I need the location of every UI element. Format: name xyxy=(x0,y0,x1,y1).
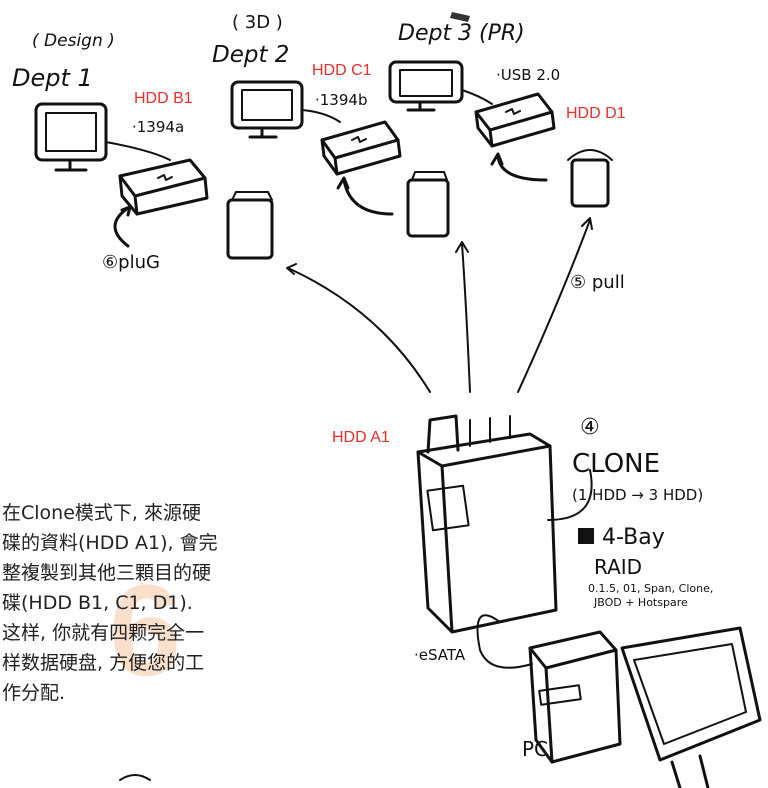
raid-cable-top xyxy=(547,469,593,521)
esata-cable xyxy=(476,614,533,669)
watermark-digit: 6 xyxy=(108,557,182,703)
hdd-b1-label: HDD B1 xyxy=(134,90,193,107)
raid-modes-1: 0.1.5, 01, Span, Clone, xyxy=(588,582,713,595)
bay-square-icon xyxy=(578,528,594,544)
3d-note: ( 3D ) xyxy=(232,12,283,33)
dept2-monitor xyxy=(230,80,304,139)
dept2-label: Dept 2 xyxy=(212,42,289,68)
plug-label: ⑥pluG xyxy=(102,252,160,273)
dept2-cable xyxy=(301,109,341,123)
desc-line-4: 碟(HDD B1, C1, D1). xyxy=(2,592,193,614)
pull-label: ⑤ pull xyxy=(570,272,625,293)
desc-line-2: 碟的資料(HDD A1), 會完 xyxy=(2,532,218,554)
dept1-cable xyxy=(105,141,171,161)
scribble-mark xyxy=(450,12,470,22)
design-note: ( Design ) xyxy=(32,31,115,51)
port-usb2-label: ·USB 2.0 xyxy=(496,66,560,84)
pull-arrow-1 xyxy=(286,263,431,393)
dept1-monitor xyxy=(34,102,108,172)
desc-line-5: 这样, 你就有四颗完全一 xyxy=(2,622,205,644)
hdd-a1-label: HDD A1 xyxy=(332,429,390,446)
hdd-c1-label: HDD C1 xyxy=(312,62,372,79)
hdd-c1-drive xyxy=(406,171,450,238)
dept3-cable xyxy=(461,89,493,105)
dept3-monitor xyxy=(388,60,464,112)
dept3-label: Dept 3 (PR) xyxy=(398,21,525,46)
port-1394b-label: ·1394b xyxy=(315,91,367,109)
dept3-plug-arrow xyxy=(490,152,548,182)
step4-label: ④ xyxy=(580,415,600,440)
hdd-c1-dock xyxy=(320,120,402,176)
plug-arrow xyxy=(113,205,132,248)
scribble-bottom xyxy=(119,774,151,781)
desc-line-1: 在Clone模式下, 來源硬 xyxy=(2,502,201,524)
pull-arrow-3 xyxy=(517,217,593,393)
hdd-b1-dock xyxy=(118,158,209,216)
raid-enclosure xyxy=(416,414,558,634)
hdd-d1-dock xyxy=(474,92,556,148)
pc-tower xyxy=(528,630,622,764)
dept2-plug-arrow xyxy=(336,176,394,216)
desc-line-7: 作分配. xyxy=(2,682,66,704)
clone-desc-label: (1 HDD → 3 HDD) xyxy=(572,486,703,504)
description-text: 在Clone模式下, 來源硬 碟的資料(HDD A1), 會完 整複製到其他三顆… xyxy=(2,498,302,708)
raid-label: RAID xyxy=(594,555,642,579)
desc-line-3: 整複製到其他三顆目的硬 xyxy=(2,562,212,584)
pc-label: PC xyxy=(522,737,548,761)
raid-modes-2: JBOD + Hotspare xyxy=(593,596,688,609)
hdd-d1-label: HDD D1 xyxy=(566,105,626,122)
bay-label: 4-Bay xyxy=(602,525,665,550)
pc-monitor xyxy=(620,626,762,788)
hdd-d1-drive xyxy=(567,149,613,208)
esata-label: ·eSATA xyxy=(414,646,466,664)
clone-label: CLONE xyxy=(572,449,660,479)
hdd-b1-drive xyxy=(226,191,274,260)
port-1394a-label: ·1394a xyxy=(132,118,184,136)
pull-arrow-2 xyxy=(455,241,471,393)
dept1-label: Dept 1 xyxy=(12,64,93,92)
desc-line-6: 样数据硬盘, 方便您的工 xyxy=(2,652,205,674)
